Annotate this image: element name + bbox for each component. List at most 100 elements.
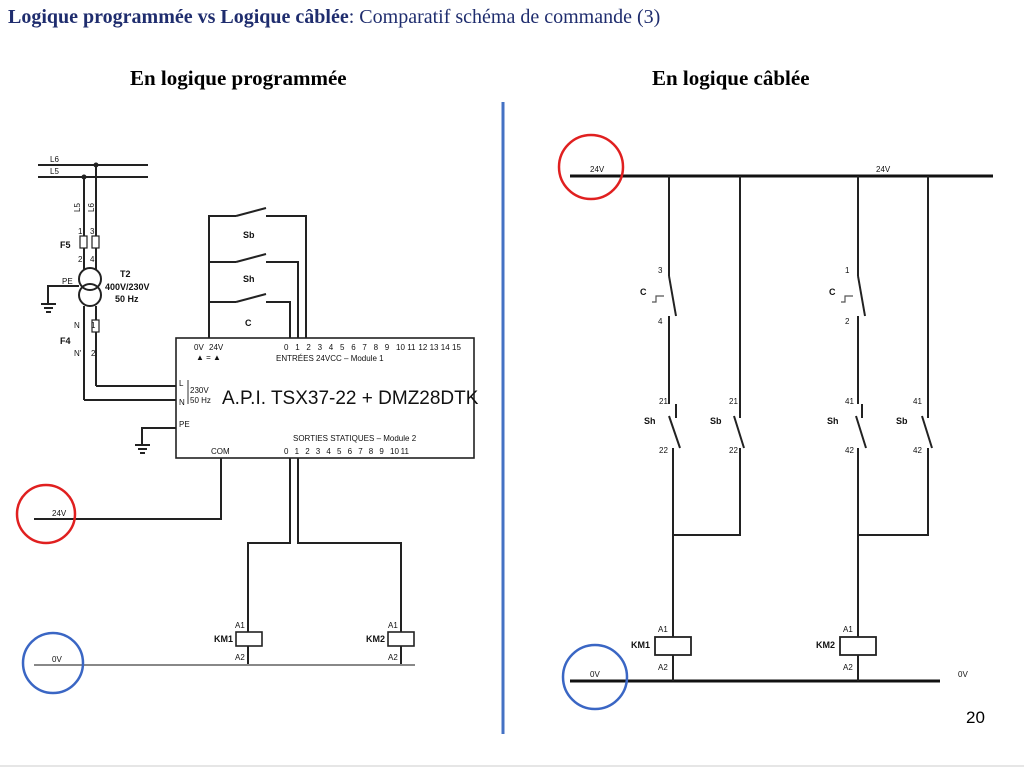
coil-km2-a1: A1 [388,621,398,630]
right-column-heading: En logique câblée [652,66,810,90]
km2-sh-bottom: 42 [845,446,854,455]
km2-sh-label: Sh [827,416,839,426]
plc-input-number-6: 6 [351,343,356,352]
km1-sh-bottom: 22 [659,446,668,455]
right-0v-highlight [561,643,629,711]
km2-c-bottom: 2 [845,317,850,326]
km2-sb-label: Sb [896,416,908,426]
plc-supply-symbol: ▲ = ▲ [196,353,221,362]
wired-logic-schematic: 24V 24V 0V 0V C 3 4 Sh 21 22 Sb 21 [557,133,993,711]
transformer-pe: PE [62,277,73,286]
f5-term-3: 3 [90,227,95,236]
right-0v-label-left: 0V [590,670,600,679]
right-km1-a2: A2 [658,663,668,672]
plc-input-number-13: 13 [430,343,439,352]
plc-output-number-3: 3 [316,447,321,456]
plc-input-number-3: 3 [318,343,323,352]
km2-sb-bottom: 42 [913,446,922,455]
fuse-f4 [91,319,100,333]
plc-pe: PE [179,420,190,429]
fuse-f5-label: F5 [60,240,71,250]
plc-input-number-14: 14 [441,343,450,352]
left-24v-label: 24V [52,509,67,518]
f4-term-2: 2 [91,349,96,358]
plc-output-number-8: 8 [369,447,374,456]
plc-output-number-1: 1 [295,447,300,456]
l6-label: L6 [50,155,59,164]
plc-output-number-5: 5 [337,447,342,456]
plc-l: L [179,379,184,388]
coil-km1-label: KM1 [214,634,233,644]
f4-n-label: N [74,321,80,330]
km2-c-label: C [829,287,836,297]
plc-output-number-2: 2 [305,447,310,456]
button-sh-label: Sh [243,274,255,284]
left-24v-highlight [15,483,77,545]
coil-km1-a2: A2 [235,653,245,662]
plc-input-number-7: 7 [362,343,367,352]
plc-power: 230V [190,386,209,395]
f4-term-1: 1 [91,321,96,330]
fuse-f5b [91,235,100,249]
right-km2-label: KM2 [816,640,835,650]
plc-input-number-10: 10 [396,343,405,352]
left-0v-label: 0V [52,655,62,664]
page-number: 20 [966,708,985,727]
right-0v-label-right: 0V [958,670,968,679]
slide-title: Logique programmée vs Logique câblée: Co… [8,6,660,29]
transformer-name: T2 [120,269,131,279]
coil-km2-label: KM2 [366,634,385,644]
plc-inputs-title: ENTRÉES 24VCC – Module 1 [276,354,384,363]
fuse-f5a [79,235,88,249]
right-km2-a1: A1 [843,625,853,634]
plc-name: A.P.I. TSX37-22 + DMZ28DTK [222,388,479,409]
km1-sh-top: 21 [659,397,668,406]
right-coil-km1 [654,636,692,656]
km2-sh-top: 41 [845,397,854,406]
km1-sh-label: Sh [644,416,656,426]
programmed-logic-schematic: L6 L5 L5 L6 F5 1 3 2 4 T2 400V/230V 50 H… [15,155,479,695]
km1-c-top: 3 [658,266,663,275]
plc-outputs-title: SORTIES STATIQUES – Module 2 [293,434,417,443]
l5-drop-label: L5 [73,203,82,212]
left-column-heading: En logique programmée [130,66,347,90]
transformer-frequency: 50 Hz [115,294,139,304]
plc-output-number-6: 6 [348,447,353,456]
coil-km2-a2: A2 [388,653,398,662]
transformer-primary [78,267,102,291]
plc-input-number-9: 9 [385,343,390,352]
plc-box [175,337,475,459]
coil-km2 [387,631,415,647]
right-coil-km2 [839,636,877,656]
transformer-rating: 400V/230V [105,282,150,292]
plc-input-number-12: 12 [418,343,427,352]
right-24v-label-left: 24V [590,165,605,174]
bottom-rule [0,765,1024,767]
plc-0v: 0V [194,343,204,352]
branch-km1: C 3 4 Sh 21 22 Sb 21 22 KM1 A1 A2 [631,176,745,681]
right-km2-a2: A2 [843,663,853,672]
slide-title-rest: : Comparatif schéma de commande (3) [348,6,661,28]
button-c-label: C [245,318,252,328]
f5-term-2: 2 [78,255,83,264]
right-24v-label-right: 24V [876,165,891,174]
f5-term-1: 1 [78,227,83,236]
slide-title-bold: Logique programmée vs Logique câblée [8,6,349,28]
plc-input-number-15: 15 [452,343,461,352]
left-0v-highlight [21,631,85,695]
plc-input-number-1: 1 [295,343,300,352]
fuse-f4-label: F4 [60,336,71,346]
plc-output-number-4: 4 [326,447,331,456]
plc-output-number-11: 11 [401,447,410,456]
plc-output-number-10: 10 [390,447,399,456]
plc-output-number-9: 9 [379,447,384,456]
button-sb-label: Sb [243,230,255,240]
km2-sb-top: 41 [913,397,922,406]
km1-sb-bottom: 22 [729,446,738,455]
plc-input-number-11: 11 [407,343,416,352]
right-24v-highlight [557,133,625,201]
km1-sb-label: Sb [710,416,722,426]
l5-label: L5 [50,167,59,176]
